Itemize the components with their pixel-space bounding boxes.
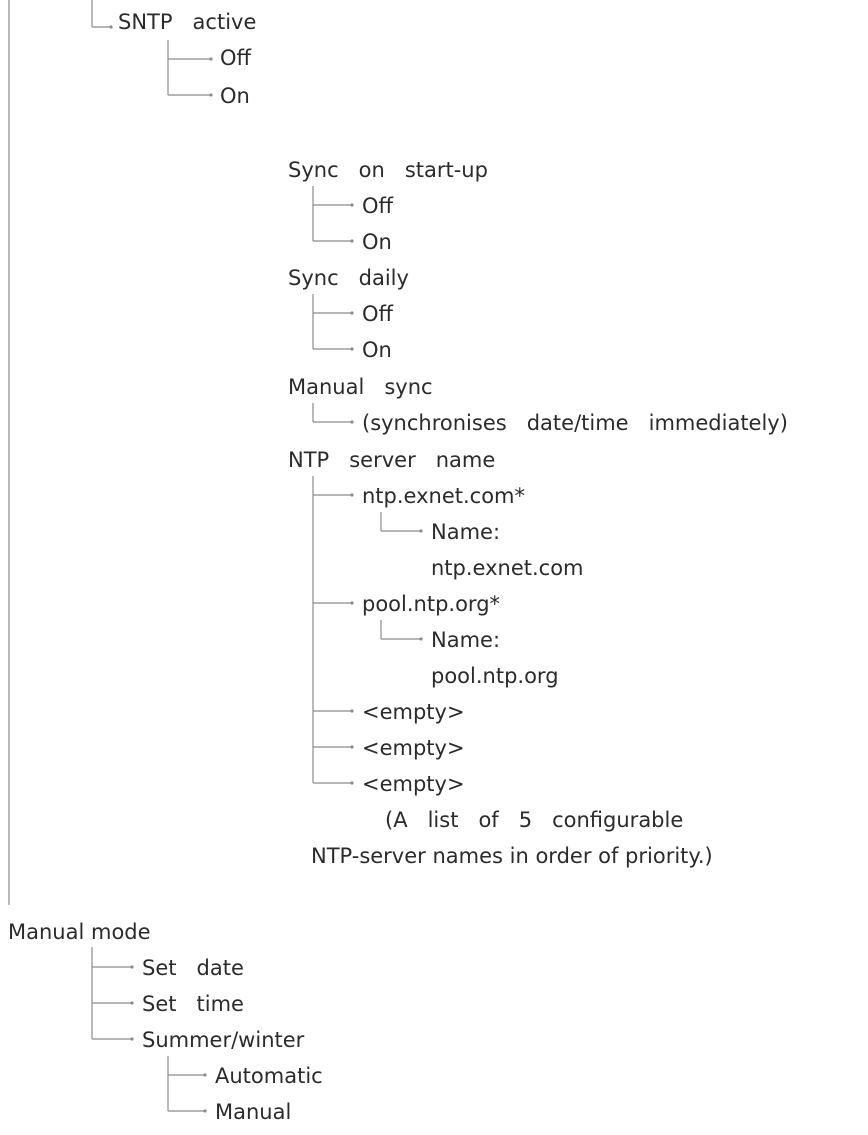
connector-tip-8-1: [419, 637, 423, 641]
connector-tip-7-1: [419, 529, 423, 533]
connector-tip-4-2: [350, 347, 354, 351]
manual-sync-label: Manual sync: [288, 375, 433, 399]
ntp-server-2-name-label: Name:: [431, 628, 501, 652]
connector-tip-10-1: [203, 1073, 207, 1077]
connector-tip-6-2: [350, 601, 354, 605]
connector-tip-9-1: [130, 965, 134, 969]
connector-tip-6-5: [350, 781, 354, 785]
manual-mode-label: Manual mode: [8, 920, 151, 944]
ntp-server-entry-3[interactable]: <empty>: [362, 700, 465, 724]
sync-startup-label: Sync on start-up: [288, 158, 488, 182]
ntp-server-entry-1[interactable]: ntp.exnet.com*: [362, 484, 526, 508]
connector-tip-6-4: [350, 745, 354, 749]
sync-daily-on-option[interactable]: On: [362, 338, 392, 362]
connector-tip-1-1: [109, 25, 113, 29]
summer-winter-manual-option[interactable]: Manual: [215, 1100, 292, 1124]
sntp-active-label: SNTP active: [118, 10, 257, 34]
connector-tip-4-1: [350, 311, 354, 315]
summer-winter-label[interactable]: Summer/winter: [142, 1028, 305, 1052]
set-date-option[interactable]: Set date: [142, 956, 244, 980]
connector-tip-3-2: [350, 239, 354, 243]
connector-tip-6-1: [350, 493, 354, 497]
ntp-server-list-note-line2: NTP-server names in order of priority.): [311, 844, 713, 868]
set-time-option[interactable]: Set time: [142, 992, 244, 1016]
manual-sync-action[interactable]: (synchronises date/time immediately): [362, 411, 788, 435]
sntp-off-option[interactable]: Off: [220, 46, 251, 70]
sync-daily-off-option[interactable]: Off: [362, 302, 393, 326]
summer-winter-automatic-option[interactable]: Automatic: [215, 1064, 323, 1088]
ntp-server-1-name-label: Name:: [431, 520, 501, 544]
connector-tip-5-1: [350, 420, 354, 424]
sync-daily-label: Sync daily: [288, 266, 409, 290]
connector-tip-9-3: [130, 1037, 134, 1041]
ntp-server-2-name-value: pool.ntp.org: [431, 664, 559, 688]
connector-tip-9-2: [130, 1001, 134, 1005]
connector-tip-2-1: [209, 57, 213, 61]
ntp-server-list-note-line1: (A list of 5 configurable: [385, 808, 684, 832]
ntp-server-entry-2[interactable]: pool.ntp.org*: [362, 592, 501, 616]
connector-tip-2-2: [209, 93, 213, 97]
ntp-server-entry-4[interactable]: <empty>: [362, 736, 465, 760]
sync-startup-off-option[interactable]: Off: [362, 194, 393, 218]
connector-tip-3-1: [350, 203, 354, 207]
connector-tip-6-3: [350, 709, 354, 713]
sntp-on-option[interactable]: On: [220, 84, 250, 108]
sync-startup-on-option[interactable]: On: [362, 230, 392, 254]
connector-tip-10-2: [203, 1109, 207, 1113]
ntp-server-name-label: NTP server name: [288, 448, 496, 472]
ntp-server-entry-5[interactable]: <empty>: [362, 772, 465, 796]
ntp-server-1-name-value: ntp.exnet.com: [431, 556, 584, 580]
